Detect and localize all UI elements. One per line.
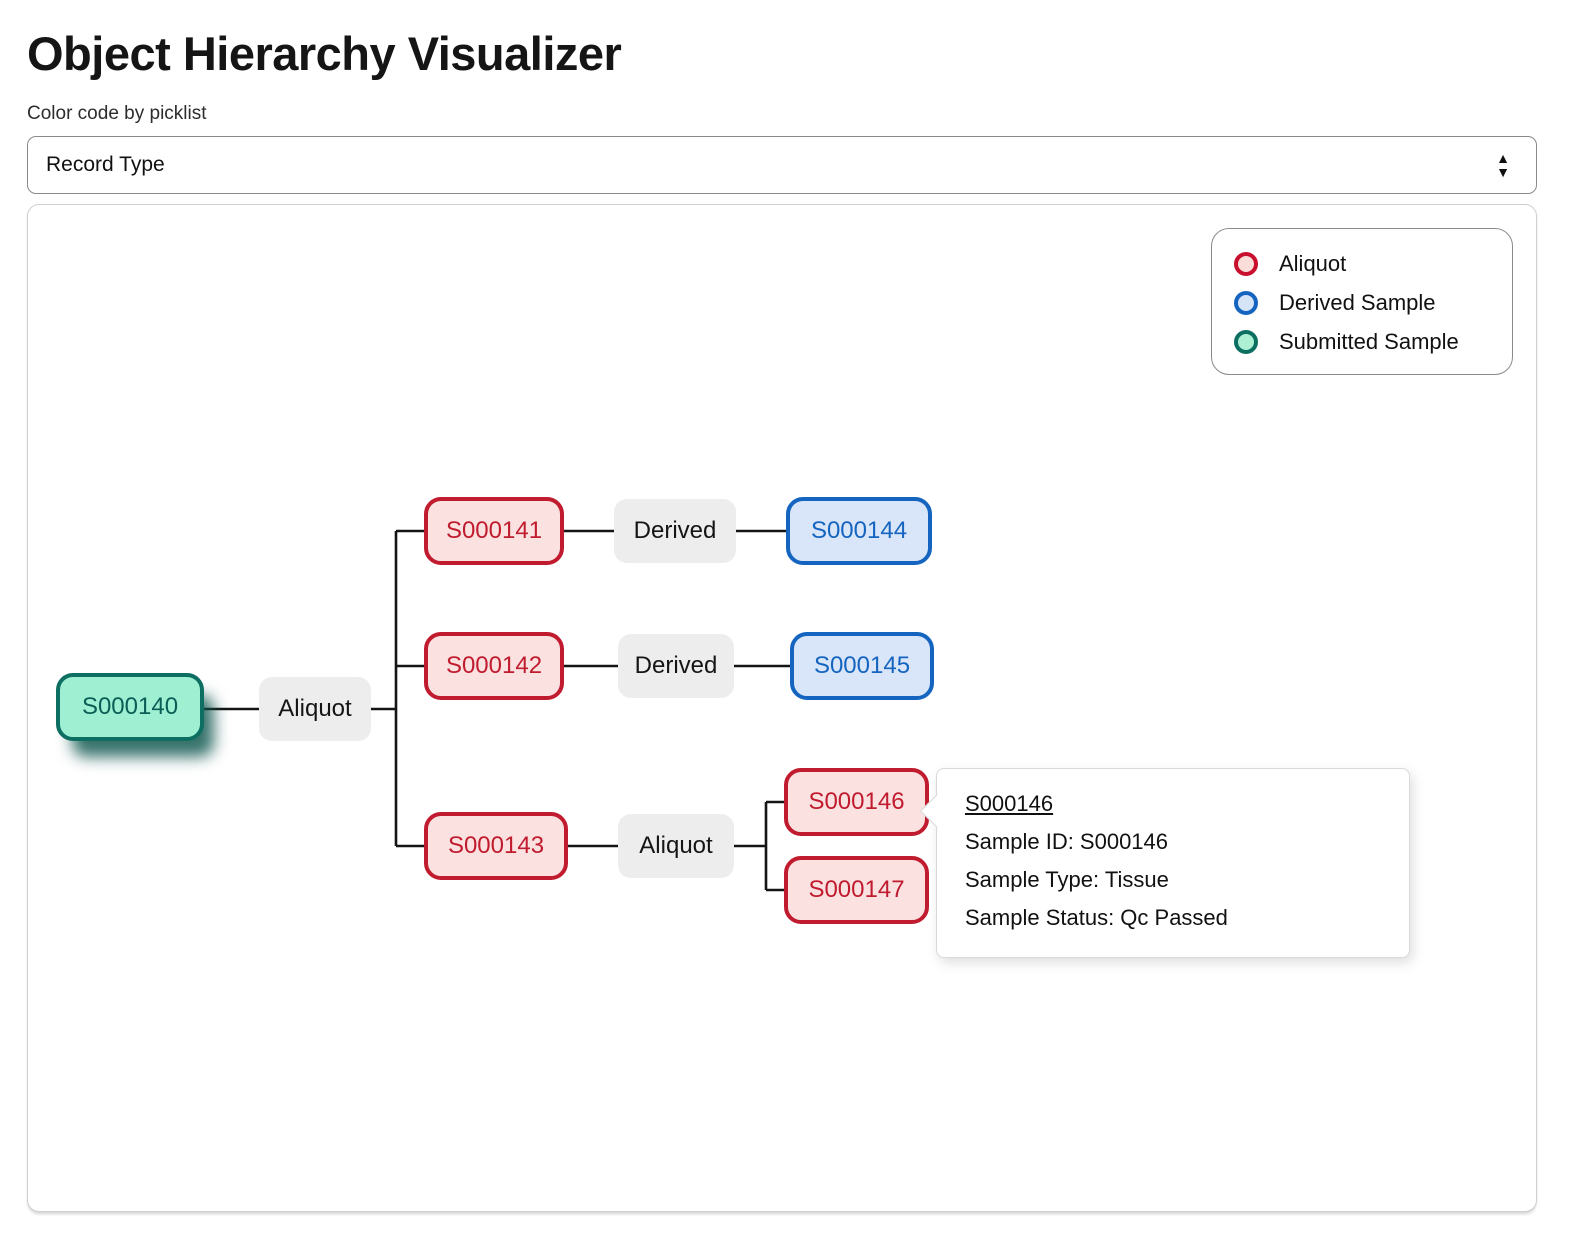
edge-label-derived: Derived [618,634,734,698]
legend: Aliquot Derived Sample Submitted Sample [1211,228,1513,375]
legend-label: Aliquot [1279,250,1347,276]
node-S000147[interactable]: S000147 [784,856,929,924]
picklist-label: Color code by picklist [27,103,207,124]
node-S000144[interactable]: S000144 [786,497,932,565]
edge-label-aliquot: Aliquot [259,677,371,741]
connector-lines [204,529,790,892]
page-title: Object Hierarchy Visualizer [27,27,622,80]
picklist-select[interactable]: Record Type ▲▼ [27,136,1537,194]
tooltip-title-link[interactable]: S000146 [965,791,1054,816]
node-S000146[interactable]: S000146 [784,768,929,836]
edge-label-derived: Derived [614,499,736,563]
page: Object Hierarchy Visualizer Color code b… [0,0,1584,1212]
node-S000140[interactable]: S000140 [56,673,204,741]
legend-swatch-derived-sample [1234,290,1258,315]
node-S000145[interactable]: S000145 [790,632,934,700]
legend-item: Aliquot [1234,249,1490,278]
picklist-selected-value: Record Type [46,153,165,176]
legend-label: Submitted Sample [1279,328,1459,354]
select-stepper-icon: ▲▼ [1496,150,1510,180]
node-S000141[interactable]: S000141 [424,497,564,565]
hierarchy-canvas: Aliquot Derived Sample Submitted Sample … [27,204,1537,1212]
tooltip-line: Sample Type: Tissue [965,867,1169,892]
legend-swatch-aliquot [1234,251,1258,276]
node-S000142[interactable]: S000142 [424,632,564,700]
tooltip-line: Sample Status: Qc Passed [965,905,1228,930]
tooltip-line: Sample ID: S000146 [965,829,1169,854]
legend-label: Derived Sample [1279,289,1436,315]
node-S000143[interactable]: S000143 [424,812,568,880]
legend-item: Derived Sample [1234,288,1490,317]
tooltip: S000146 Sample ID: S000146 Sample Type: … [936,768,1410,958]
edge-label-aliquot: Aliquot [618,814,734,878]
legend-swatch-submitted-sample [1234,329,1258,354]
legend-item: Submitted Sample [1234,327,1490,356]
